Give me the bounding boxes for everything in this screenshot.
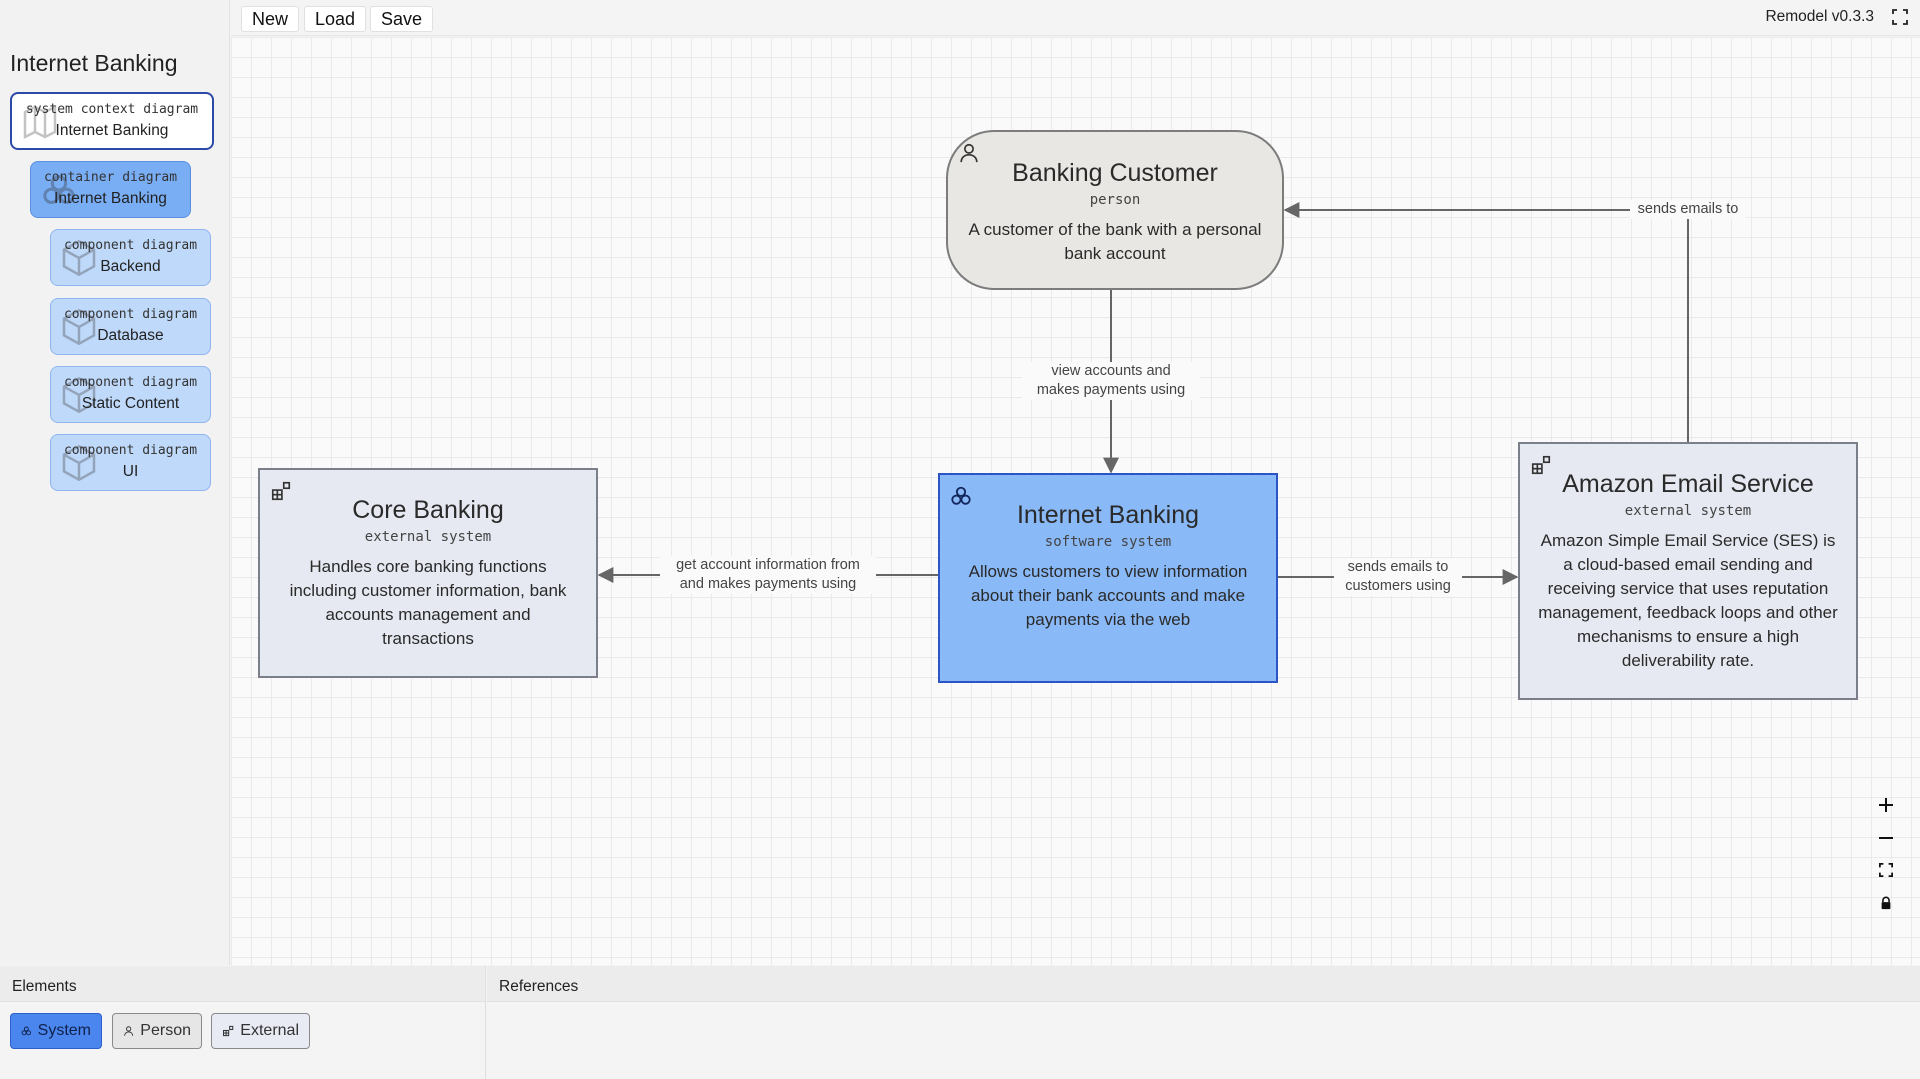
- system-icon: [951, 486, 971, 505]
- cube-icon: [62, 308, 96, 346]
- add-external-label: External: [240, 1022, 299, 1039]
- edge-label-line: view accounts and: [1051, 363, 1171, 379]
- node-internet-banking[interactable]: Internet Banking software system Allows …: [938, 473, 1278, 683]
- load-button[interactable]: Load: [304, 6, 367, 32]
- cube-icon: [62, 444, 96, 482]
- node-banking-customer[interactable]: Banking Customer person A customer of th…: [946, 130, 1284, 290]
- tree-item-component-database[interactable]: component diagram Database: [50, 298, 211, 355]
- node-type: external system: [1624, 503, 1752, 519]
- tree-item-type: component diagram: [63, 443, 198, 458]
- tree-item-component-backend[interactable]: component diagram Backend: [50, 229, 211, 286]
- tree-item-label: Database: [97, 327, 164, 344]
- node-description: Allows customers to view information abo…: [968, 562, 1248, 629]
- edge-label-ib-to-core: get account information from and makes p…: [660, 556, 876, 594]
- tree-item-type: container diagram: [43, 170, 178, 185]
- tree-item-label: Internet Banking: [55, 122, 169, 139]
- edge-label-ib-to-ses: sends emails to customers using: [1334, 558, 1462, 596]
- tree-item-component-static-content[interactable]: component diagram Static Content: [50, 366, 211, 423]
- lock-button[interactable]: [1870, 887, 1902, 919]
- node-name: Internet Banking: [1016, 501, 1200, 529]
- tree-item-system-context[interactable]: system context diagram Internet Banking: [10, 92, 214, 150]
- references-panel-header: References: [487, 966, 1920, 1002]
- zoom-out-button[interactable]: [1870, 822, 1902, 854]
- tree-item-label: UI: [122, 463, 139, 480]
- minus-icon: [1879, 837, 1893, 839]
- tree-item-type: component diagram: [63, 375, 198, 390]
- edge-label-customer-to-ib: view accounts and makes payments using: [1022, 362, 1200, 400]
- tree-item-component-ui[interactable]: component diagram UI: [50, 434, 211, 491]
- add-external-button[interactable]: External: [211, 1013, 310, 1049]
- cluster-icon: [43, 175, 75, 204]
- fullscreen-icon[interactable]: [1892, 9, 1908, 25]
- fit-view-button[interactable]: [1870, 854, 1902, 886]
- node-description: Handles core banking functions including…: [289, 557, 567, 648]
- node-description: Amazon Simple Email Service (SES) is a c…: [1538, 531, 1838, 670]
- node-name: Banking Customer: [1012, 159, 1218, 187]
- cube-icon: [62, 239, 96, 277]
- add-person-label: Person: [140, 1022, 191, 1039]
- edge-label-line: get account information from: [676, 557, 860, 573]
- plus-icon: [1879, 798, 1893, 812]
- edge-label-line: and makes payments using: [679, 576, 857, 592]
- external-icon: [1531, 455, 1551, 475]
- references-panel: References: [487, 966, 1920, 1079]
- node-name: Core Banking: [352, 496, 504, 524]
- map-icon: [23, 104, 57, 140]
- elements-panel: Elements System Person External: [0, 966, 486, 1079]
- node-core-banking[interactable]: Core Banking external system Handles cor…: [258, 468, 598, 678]
- edge-label-line: customers using: [1345, 578, 1451, 594]
- tree-item-type: component diagram: [63, 307, 198, 322]
- save-button[interactable]: Save: [370, 6, 434, 32]
- external-icon: [223, 1025, 234, 1037]
- person-icon: [960, 143, 978, 163]
- add-system-label: System: [37, 1022, 91, 1039]
- top-toolbar: New Load Save Remodel v0.3.3: [231, 0, 1920, 36]
- node-description: A customer of the bank with a personal b…: [968, 220, 1262, 263]
- new-button[interactable]: New: [241, 6, 300, 32]
- tree-item-label: Internet Banking: [54, 190, 167, 207]
- zoom-in-button[interactable]: [1870, 789, 1902, 821]
- node-amazon-email-service[interactable]: Amazon Email Service external system Ama…: [1518, 442, 1858, 700]
- tree-item-container[interactable]: container diagram Internet Banking: [30, 161, 191, 218]
- app-version: Remodel v0.3.3: [1765, 8, 1874, 25]
- cube-icon: [62, 376, 96, 414]
- node-type: software system: [1044, 534, 1172, 550]
- lock-icon: [1881, 896, 1891, 910]
- tree-item-type: system context diagram: [25, 102, 199, 117]
- person-icon: [124, 1026, 134, 1036]
- add-person-button[interactable]: Person: [112, 1013, 202, 1049]
- fit-view-icon: [1879, 863, 1893, 877]
- node-type: external system: [364, 529, 492, 545]
- tree-item-type: component diagram: [63, 238, 198, 253]
- system-icon: [21, 1026, 31, 1036]
- tree-item-label: Backend: [100, 258, 161, 275]
- add-system-button[interactable]: System: [10, 1013, 102, 1049]
- node-name: Amazon Email Service: [1562, 470, 1814, 498]
- tree-item-label: Static Content: [81, 395, 180, 412]
- elements-panel-header: Elements: [0, 966, 485, 1002]
- edge-label-line: sends emails to: [1637, 201, 1739, 217]
- edge-label-line: makes payments using: [1036, 382, 1186, 398]
- external-icon: [271, 481, 291, 501]
- sidebar: Internet Banking system context diagram …: [0, 0, 230, 965]
- project-title: Internet Banking: [10, 50, 178, 76]
- edge-label-ses-to-customer: sends emails to: [1630, 200, 1746, 219]
- node-type: person: [1089, 192, 1141, 208]
- edge-label-line: sends emails to: [1347, 559, 1449, 575]
